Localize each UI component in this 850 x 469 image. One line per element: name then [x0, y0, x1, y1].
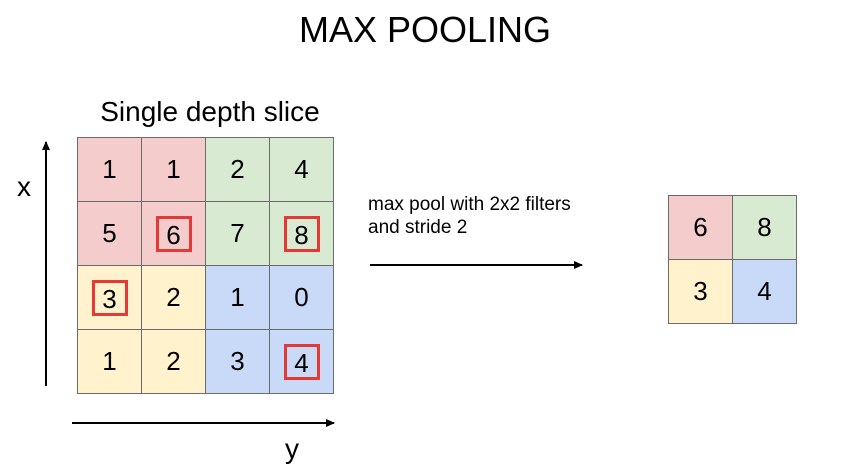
input-cell: 2 — [206, 138, 270, 202]
input-cell-value: 7 — [230, 218, 245, 248]
max-value-highlight: 4 — [283, 343, 320, 380]
input-cell: 0 — [270, 266, 334, 330]
output-cell: 3 — [669, 260, 733, 324]
input-cell: 1 — [142, 138, 206, 202]
max-value-highlight: 3 — [91, 279, 128, 316]
input-cell: 6 — [142, 202, 206, 266]
input-grid-label: Single depth slice — [100, 96, 320, 127]
output-cell-value: 6 — [693, 212, 708, 242]
input-cell-value: 0 — [294, 282, 309, 312]
input-cell: 4 — [270, 138, 334, 202]
output-cell-value: 8 — [757, 212, 772, 242]
input-cell: 1 — [206, 266, 270, 330]
input-grid: 1 1 2 4 5 6 7 8 3 2 1 0 1 2 3 4 — [77, 137, 334, 394]
input-cell: 2 — [142, 330, 206, 394]
input-cell: 1 — [78, 138, 142, 202]
input-cell-value: 2 — [230, 154, 245, 184]
output-grid: 6 8 3 4 — [668, 195, 797, 324]
diagram-title: MAX POOLING — [298, 9, 552, 50]
max-value-highlight: 8 — [283, 215, 320, 252]
output-cell: 6 — [669, 196, 733, 260]
input-cell-value: 3 — [230, 346, 245, 376]
output-cell: 4 — [733, 260, 797, 324]
input-cell-value: 2 — [166, 282, 181, 312]
input-cell: 4 — [270, 330, 334, 394]
output-cell-value: 4 — [757, 276, 772, 306]
input-cell-value: 5 — [102, 218, 117, 248]
input-cell-value: 1 — [102, 154, 117, 184]
input-cell-value: 1 — [166, 154, 181, 184]
input-cell-value: 4 — [294, 154, 309, 184]
output-cell-value: 3 — [693, 276, 708, 306]
x-axis-label: x — [17, 171, 31, 202]
y-axis-label: y — [285, 433, 299, 464]
pooling-caption: max pool with 2x2 filters and stride 2 — [368, 194, 571, 238]
input-cell-value: 1 — [230, 282, 245, 312]
input-cell-value: 1 — [102, 346, 117, 376]
input-cell: 2 — [142, 266, 206, 330]
input-cell: 3 — [206, 330, 270, 394]
input-cell: 7 — [206, 202, 270, 266]
input-cell-value: 2 — [166, 346, 181, 376]
input-cell: 1 — [78, 330, 142, 394]
max-value-highlight: 6 — [155, 215, 192, 252]
input-cell: 8 — [270, 202, 334, 266]
input-cell: 5 — [78, 202, 142, 266]
input-cell: 3 — [78, 266, 142, 330]
output-cell: 8 — [733, 196, 797, 260]
